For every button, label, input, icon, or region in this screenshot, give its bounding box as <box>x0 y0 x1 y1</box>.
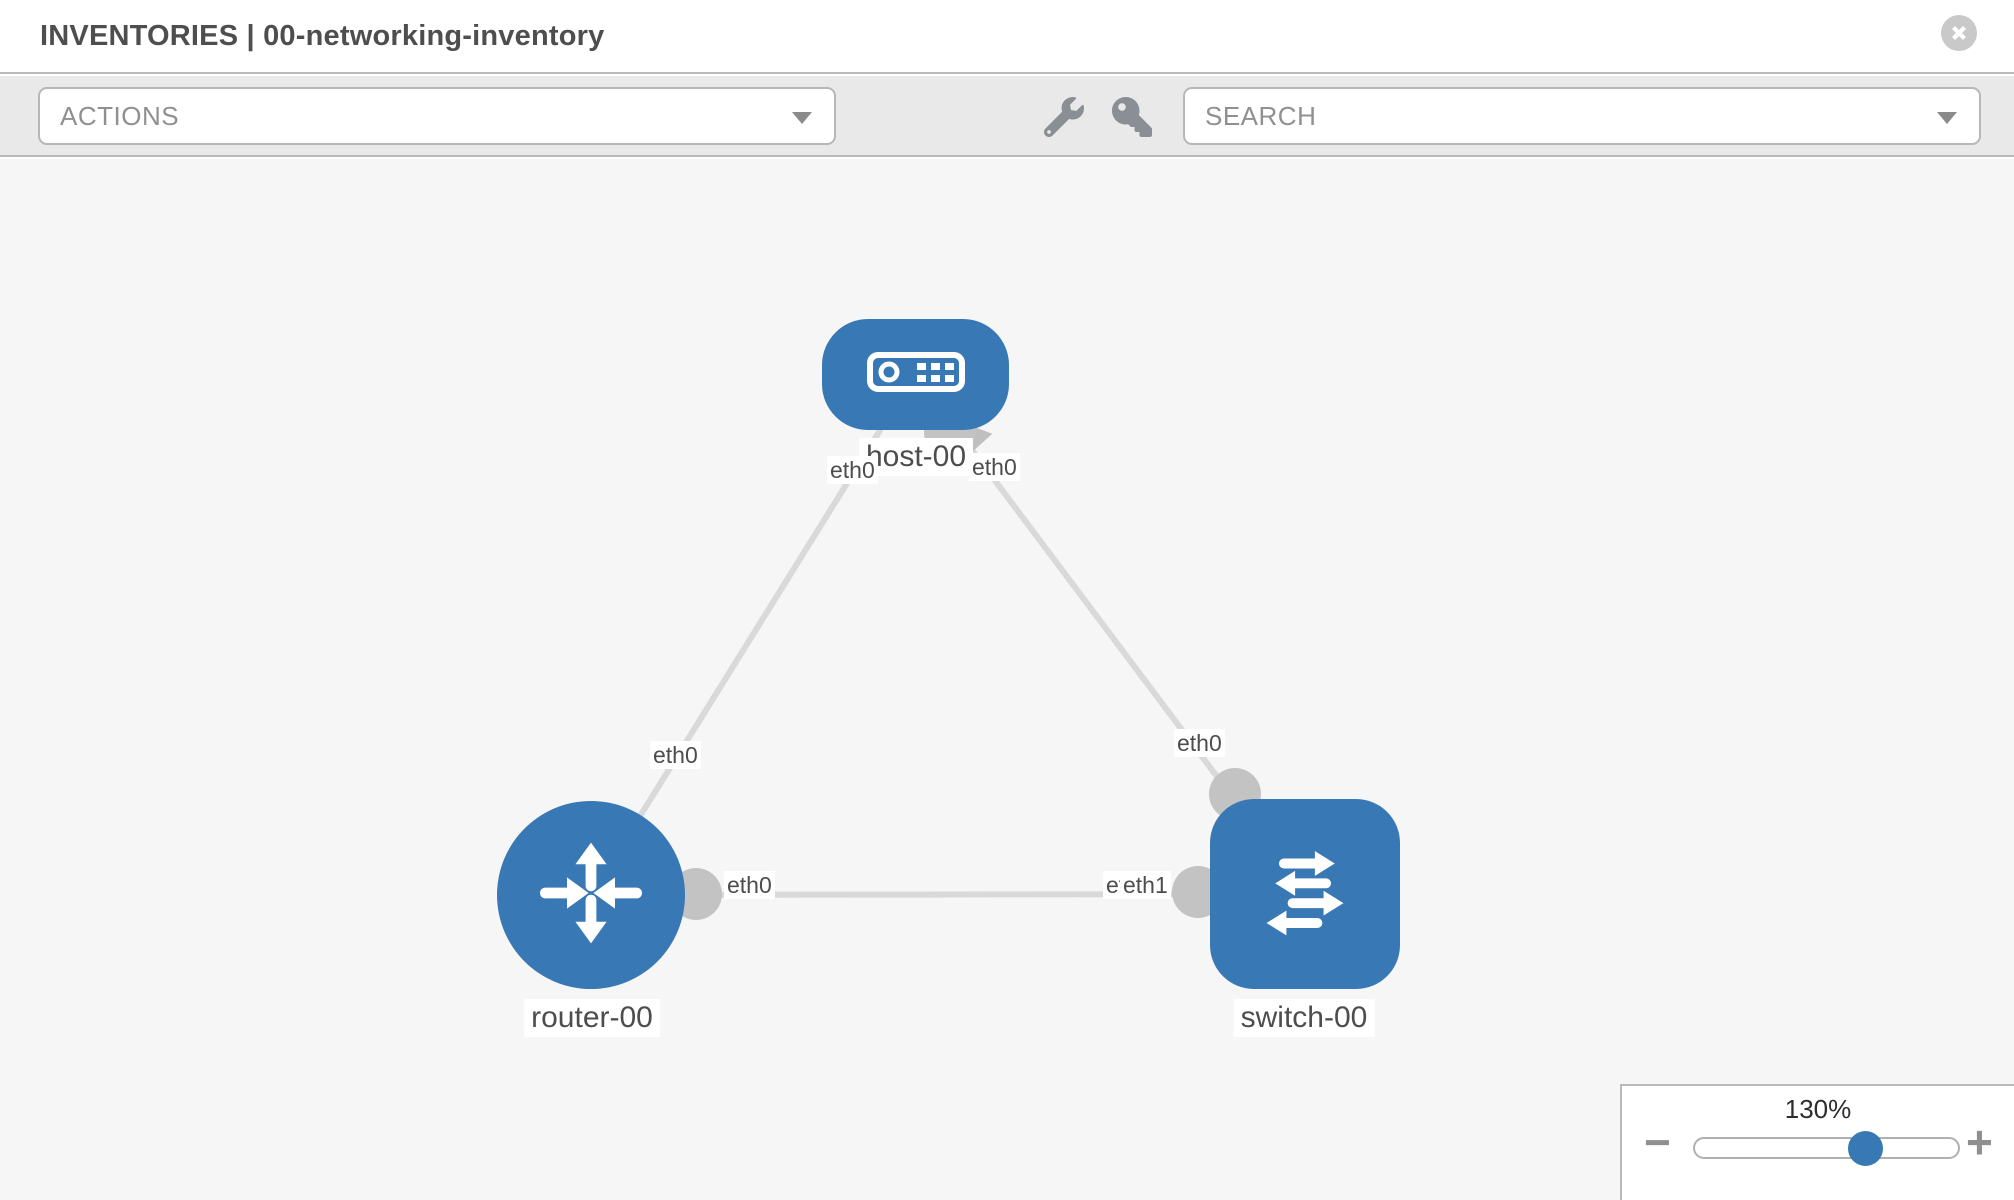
interface-label-host-eth0-right: eth0 <box>969 453 1020 481</box>
actions-dropdown[interactable]: ACTIONS <box>38 87 836 145</box>
zoom-slider-handle[interactable] <box>1848 1131 1883 1166</box>
key-icon[interactable] <box>1112 97 1152 137</box>
node-host-00[interactable] <box>822 319 1009 430</box>
node-label-router: router-00 <box>524 999 660 1037</box>
interface-label-router-eth0-up: eth0 <box>650 741 701 769</box>
router-icon <box>531 833 651 958</box>
chevron-down-icon <box>1937 112 1957 124</box>
interface-label-router-eth0: eth0 <box>724 871 775 899</box>
close-button[interactable] <box>1941 15 1977 51</box>
zoom-in-button[interactable]: + <box>1966 1116 1993 1168</box>
zoom-slider-track[interactable] <box>1693 1137 1960 1159</box>
page-title: INVENTORIES | 00-networking-inventory <box>40 20 605 52</box>
interface-label-switch-eth1: eth1 <box>1120 871 1171 899</box>
interface-label-host-eth0-left: eth0 <box>827 456 878 484</box>
zoom-widget: 130% − + <box>1620 1084 2014 1200</box>
header-bar: INVENTORIES | 00-networking-inventory <box>0 0 2014 74</box>
host-icon <box>866 351 966 398</box>
actions-dropdown-label: ACTIONS <box>60 101 180 131</box>
wrench-icon[interactable] <box>1043 97 1084 138</box>
interface-label-switch-eth0-up: eth0 <box>1174 729 1225 757</box>
search-input[interactable]: SEARCH <box>1183 87 1981 145</box>
switch-icon <box>1243 830 1367 959</box>
switch-icon-node[interactable] <box>1210 799 1400 989</box>
toolbar: ACTIONS SEARCH <box>0 76 2014 157</box>
search-placeholder: SEARCH <box>1205 101 1317 131</box>
node-label-host: host-00 <box>858 438 974 476</box>
links-layer <box>588 372 1308 920</box>
node-router-00[interactable] <box>497 801 685 989</box>
zoom-out-button[interactable]: − <box>1644 1116 1671 1168</box>
zoom-level-value: 130% <box>1784 1094 1852 1124</box>
chevron-down-icon <box>792 112 812 124</box>
topology-canvas[interactable]: host-00 router-00 switch-00 eth0 eth0 et… <box>0 159 2014 1200</box>
node-label-switch: switch-00 <box>1233 999 1375 1037</box>
